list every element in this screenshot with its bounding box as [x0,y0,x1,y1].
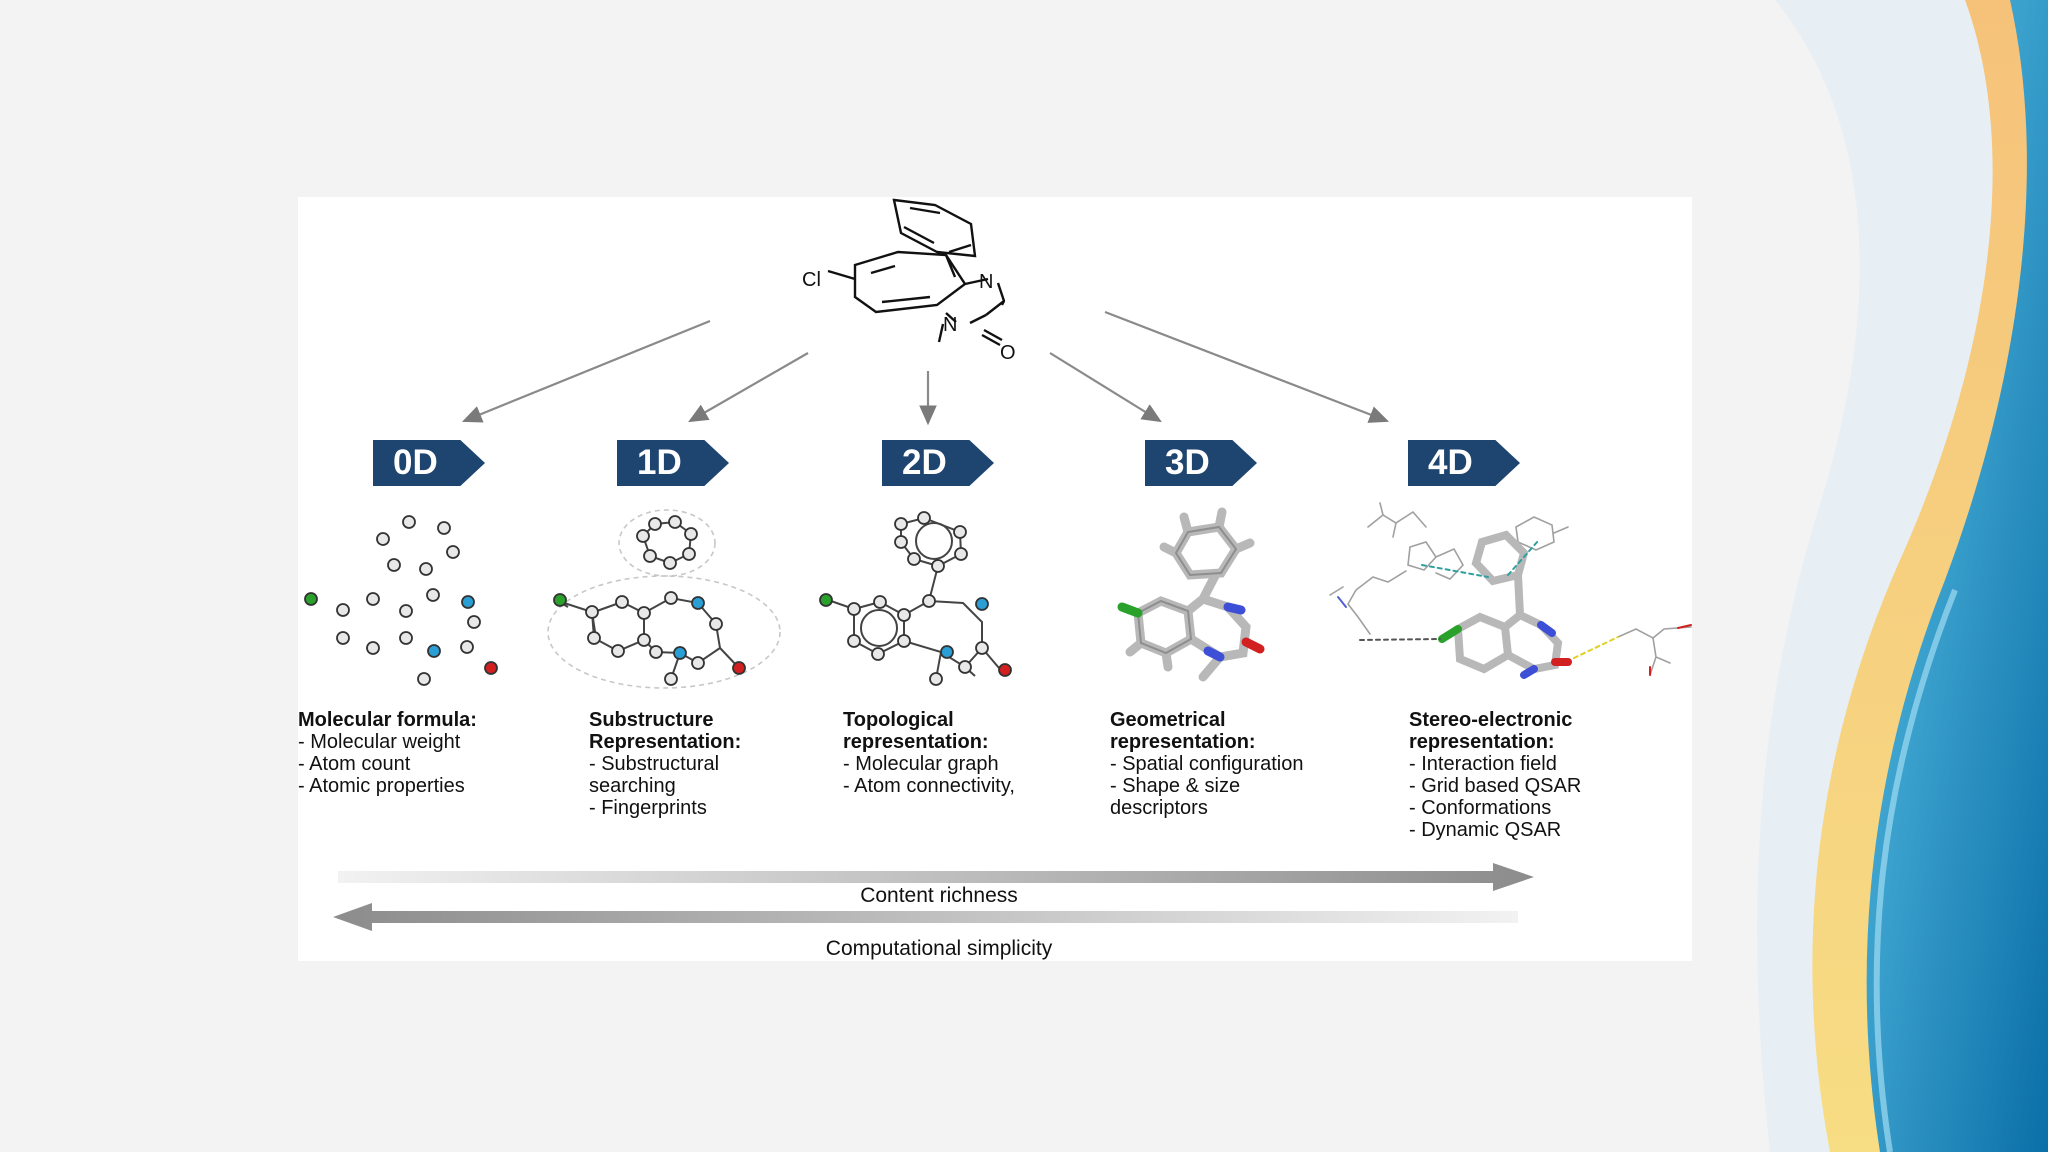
desc-4d-item: - Grid based QSAR [1409,775,1582,797]
tag-1d: 1D [617,440,729,486]
desc-3d: Geometrical representation: - Spatial co… [1110,709,1310,819]
tag-0d: 0D [373,440,485,486]
figure-panel: Cl N N O [298,197,1692,961]
content-richness-label: Content richness [860,884,1018,907]
content-richness-arrow [338,863,1534,891]
desc-2d-item: - Atom connectivity, [843,775,1015,797]
desc-4d: Stereo-electronic representation: - Inte… [1409,709,1629,841]
molecule-3d [1117,507,1265,682]
desc-1d-item: - Substructural [589,753,720,775]
desc-2d-title: Topological representation: [843,709,989,753]
molecule-4d [1329,502,1692,679]
desc-4d-item: - Interaction field [1409,753,1557,775]
desc-0d: Molecular formula: - Molecular weight - … [298,709,538,797]
n-label-2: N [943,314,957,336]
desc-1d-item: - Fingerprints [589,797,707,819]
tag-2d: 2D [882,440,994,486]
desc-4d-item: - Dynamic QSAR [1409,819,1562,841]
computational-simplicity-label: Computational simplicity [825,937,1053,960]
desc-4d-item: - Conformations [1409,797,1552,819]
desc-1d-title: Substructure Representation: [589,709,742,753]
cl-label: Cl [802,269,821,291]
desc-3d-title: Geometrical representation: [1110,709,1256,753]
central-molecule [827,198,1006,343]
desc-0d-item: - Atom count [298,753,411,775]
molecule-1d [547,509,781,689]
desc-2d: Topological representation: - Molecular … [843,709,1053,797]
desc-0d-item: - Molecular weight [298,731,461,753]
derivation-arrows [461,310,1390,426]
tag-3d: 3D [1145,440,1257,486]
molecule-and-arrows: Cl N N O [304,198,1692,931]
desc-3d-item: - Spatial configuration [1110,753,1304,775]
desc-1d: Substructure Representation: - Substruct… [589,709,799,819]
o-label: O [1000,342,1016,364]
tag-4d: 4D [1408,440,1520,486]
desc-3d-item: - Shape & size [1110,775,1241,797]
desc-3d-item: descriptors [1110,797,1208,819]
molecule-0d [304,515,498,686]
desc-4d-title: Stereo-electronic representation: [1409,709,1573,753]
computational-simplicity-arrow [333,903,1518,931]
n-label-1: N [979,271,993,293]
desc-0d-item: - Atomic properties [298,775,465,797]
desc-2d-item: - Molecular graph [843,753,999,775]
desc-0d-title: Molecular formula: [298,709,477,731]
molecule-2d [819,511,1012,686]
desc-1d-item: searching [589,775,676,797]
